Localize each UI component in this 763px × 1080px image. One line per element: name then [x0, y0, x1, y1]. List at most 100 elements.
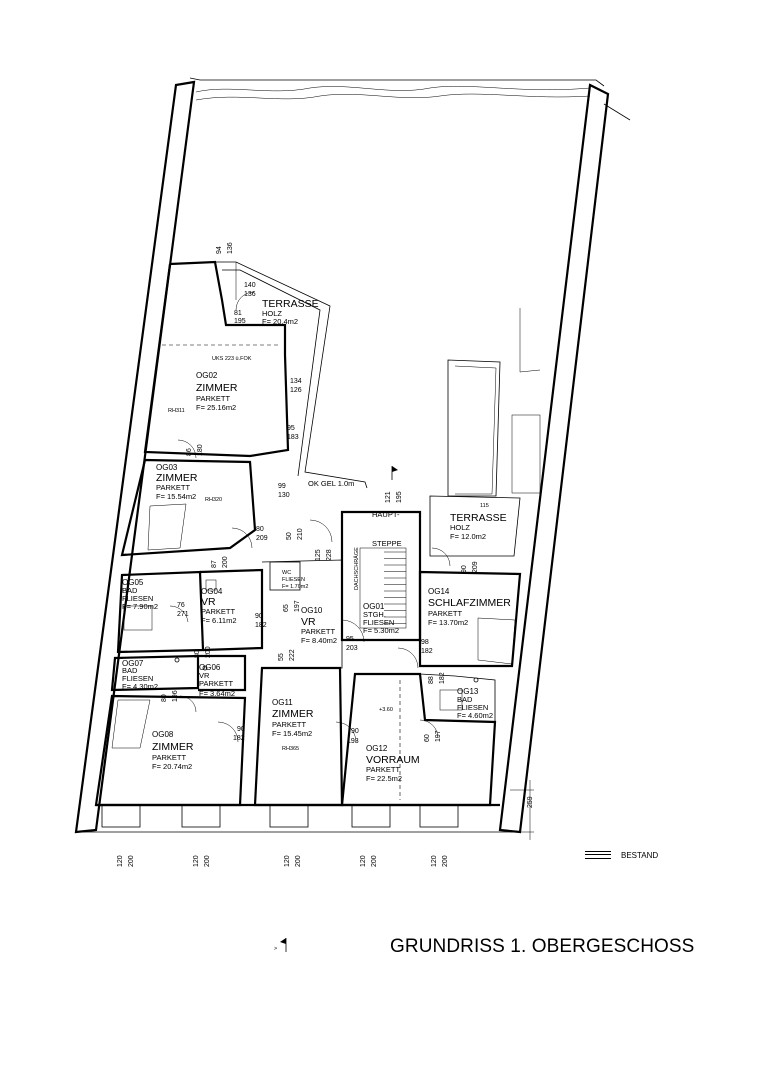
window-dimension-a: 120	[360, 855, 367, 867]
room-name: ZIMMER	[152, 741, 194, 753]
dimension: 98	[421, 639, 429, 646]
room-floor: PARKETT	[152, 753, 186, 762]
dimension: 80	[194, 650, 201, 658]
dimension: 88	[428, 676, 435, 684]
room-area: F= 25.16m2	[196, 403, 236, 412]
room-floor: HOLZ	[262, 309, 282, 318]
dimension: 134	[290, 378, 302, 385]
dimension: 55	[278, 653, 285, 661]
window-dimension-b: 200	[295, 855, 302, 867]
dimension: 182	[439, 672, 446, 684]
stair-label-2: STEPPE	[372, 539, 402, 548]
window-dimension-b: 200	[371, 855, 378, 867]
room-label-wc: WC FLIESEN F= 1.70m2	[282, 570, 308, 590]
room-id: OG11	[272, 698, 293, 707]
room-area: F= 5.30m2	[363, 626, 399, 635]
room-name: SCHLAFZIMMER	[428, 597, 511, 609]
terrace-left	[215, 261, 368, 489]
dimension: 222	[289, 649, 296, 661]
rh-note: RH320	[205, 497, 222, 503]
dimension: 65	[283, 604, 290, 612]
room-floor: PARKETT	[196, 394, 230, 403]
room-area: F= 15.45m2	[272, 729, 312, 738]
room-area: F= 13.70m2	[428, 618, 468, 627]
room-id: OG10	[301, 606, 323, 615]
room-id: OG12	[366, 744, 388, 753]
room-name: ZIMMER	[196, 382, 238, 394]
room-name: STGH.	[363, 610, 386, 619]
stair-label: HAUPT-	[372, 510, 400, 519]
room-area: F= 6.11m2	[201, 616, 237, 625]
room-floor: PARKETT	[428, 609, 462, 618]
room-label-og02: OG02 ZIMMER PARKETT F= 25.16m2	[196, 371, 238, 412]
legend-label: BESTAND	[621, 851, 659, 860]
room-area: F= 7.90m2	[122, 602, 158, 611]
window-dimension-a: 120	[117, 855, 124, 867]
dimension: 86	[186, 448, 193, 456]
room-labels: TERRASSE HOLZ F= 20.4m2 OG02 ZIMMER PARK…	[122, 298, 534, 808]
window-dimension-a: 120	[431, 855, 438, 867]
room-id: OG14	[428, 587, 450, 596]
section-marker-top	[391, 466, 398, 480]
room-name: BAD	[457, 695, 473, 704]
outer-walls	[74, 77, 631, 840]
room-area: F= 8.40m2	[301, 636, 337, 645]
room-walls	[94, 260, 541, 807]
room-name: TERRASSE	[450, 512, 507, 524]
dimension: 99	[278, 483, 286, 490]
room-label-og03: OG03 ZIMMER PARKETT F= 15.54m2	[156, 463, 198, 501]
room-label-og06: OG06 VR PARKETT F= 3.64m2	[199, 663, 235, 698]
legend-swatch	[585, 851, 611, 859]
window-dimension-b: 200	[204, 855, 211, 867]
dimension: 228	[326, 549, 333, 561]
dimension: 182	[233, 735, 245, 742]
stair-treads	[384, 551, 406, 624]
dimension: 197	[294, 600, 301, 612]
room-id: OG01	[363, 602, 385, 611]
room-id: OG03	[156, 463, 178, 472]
room-name: VORRAUM	[366, 754, 420, 766]
room-id: OG04	[201, 587, 223, 596]
room-floor: PARKETT	[199, 679, 233, 688]
room-label-og01: OG01 STGH. FLIESEN F= 5.30m2	[363, 602, 399, 635]
svg-text:>: >	[274, 946, 277, 952]
room-area: F= 12.0m2	[450, 532, 486, 541]
room-name: TERRASSE	[262, 298, 319, 310]
dimension: 200	[205, 646, 212, 658]
room-label-og13: OG13 BAD FLIESEN F= 4.60m2	[457, 687, 493, 720]
room-label-og12: OG12 VORRAUM PARKETT F= 22.5m2	[366, 744, 420, 783]
room-area: F= 20.4m2	[262, 317, 298, 326]
room-label-og08: OG08 ZIMMER PARKETT F= 20.74m2	[152, 730, 194, 771]
dimension-labels: 94 136 140 136 81 195 134 126 95 183 86 …	[161, 242, 489, 745]
room-area: F= 15.54m2	[156, 492, 196, 501]
rh-note: RH365	[282, 746, 299, 752]
room-area: F= 1.70m2	[282, 584, 308, 590]
dimension: 180	[197, 444, 204, 456]
room-name: VR	[201, 596, 216, 608]
room-name: VR	[199, 671, 210, 680]
dimension: 140	[244, 282, 256, 289]
height-dimension: 259	[527, 796, 534, 808]
dimension: 95	[346, 636, 354, 643]
room-floor: PARKETT	[272, 720, 306, 729]
room-floor: FLIESEN	[457, 703, 488, 712]
room-id: OG06	[199, 663, 221, 672]
room-label-og14: OG14 SCHLAFZIMMER PARKETT F= 13.70m2	[428, 587, 511, 627]
room-floor: FLIESEN	[122, 594, 153, 603]
room-id: OG02	[196, 371, 218, 380]
dimension: 203	[346, 645, 358, 652]
dimension: 271	[177, 611, 189, 618]
dimension: 200	[222, 556, 229, 568]
room-area: F= 22.5m2	[366, 774, 402, 783]
window-dimension-a: 120	[284, 855, 291, 867]
window-dimension-a: 120	[193, 855, 200, 867]
room-id: OG07	[122, 659, 144, 668]
dimension: 90	[461, 565, 468, 573]
room-id: OG08	[152, 730, 174, 739]
room-id: OG13	[457, 687, 479, 696]
dimension: 209	[472, 561, 479, 573]
dimension: 195	[396, 491, 403, 503]
dimension: 130	[278, 492, 290, 499]
dimension: 95	[287, 425, 295, 432]
slope-note: DACHSCHRÄGE	[353, 547, 360, 590]
